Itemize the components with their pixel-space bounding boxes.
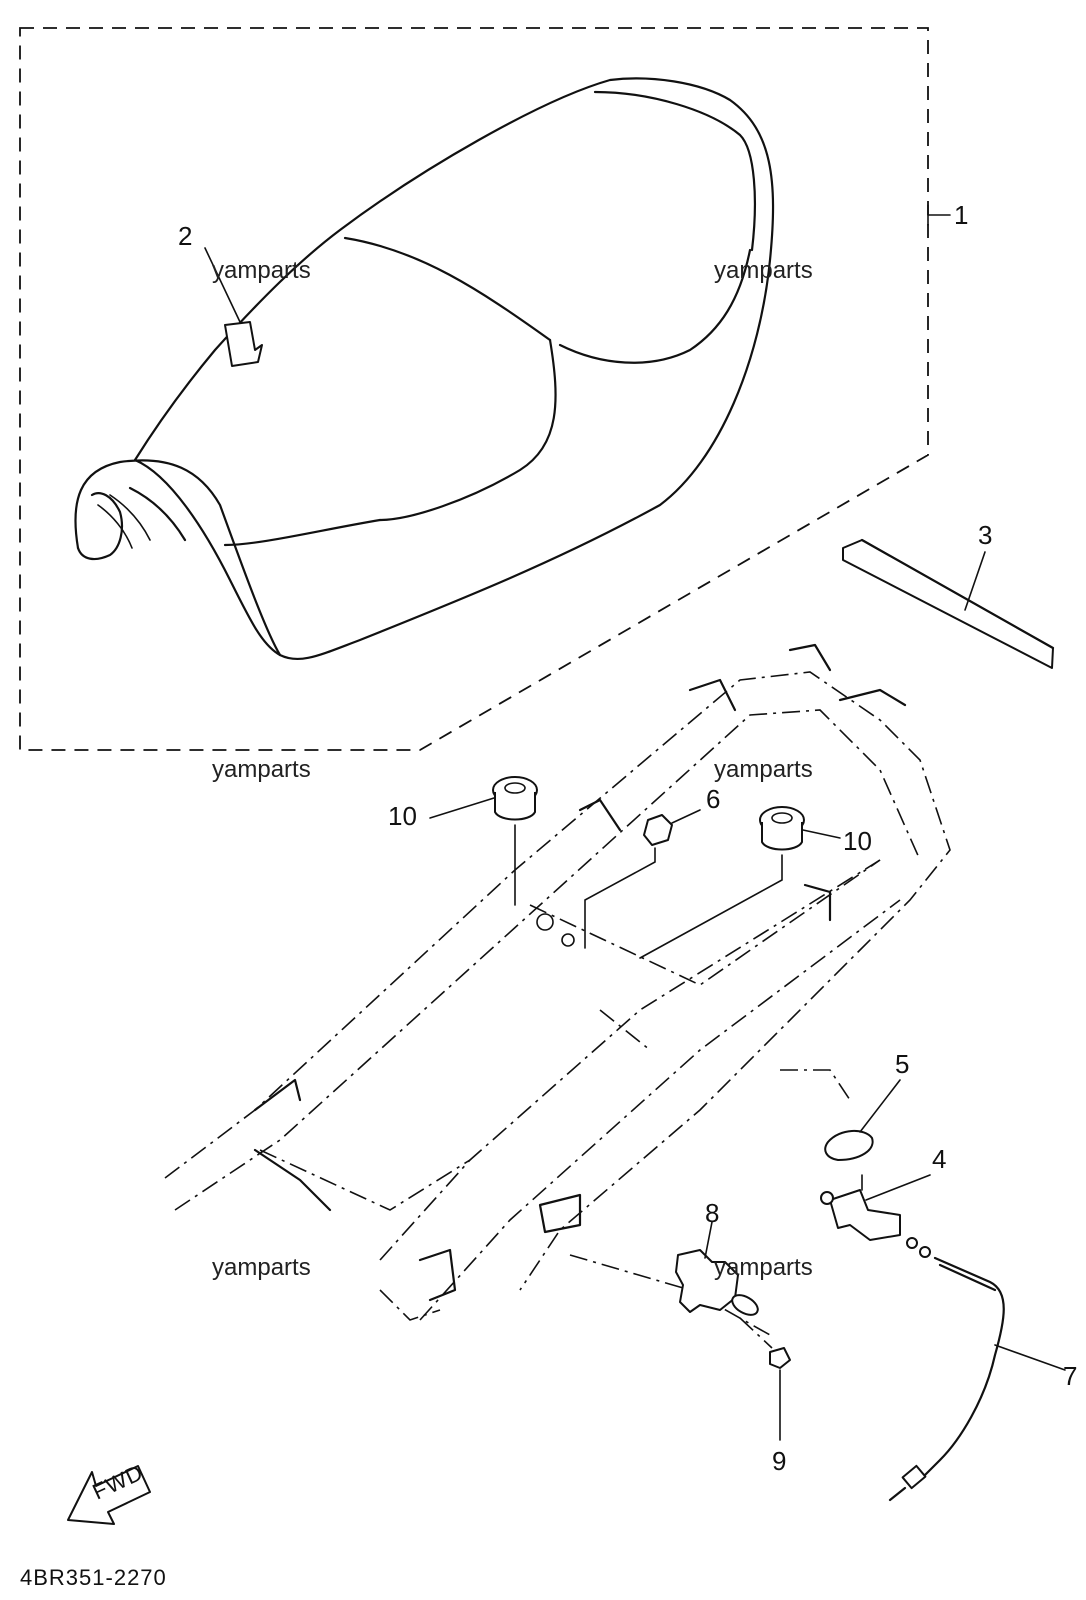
item-6-nut (584, 809, 701, 949)
fwd-arrow-icon: FWD (67, 1459, 151, 1525)
diagram-code: 4BR351-2270 (20, 1565, 167, 1590)
watermark: yamparts (212, 257, 311, 284)
item-5-plate (824, 1079, 901, 1161)
item-7-cable (888, 1237, 1066, 1502)
watermark: yamparts (212, 756, 311, 783)
callout-10-left: 10 (388, 801, 417, 831)
callout-4: 4 (932, 1144, 946, 1174)
watermark: yamparts (714, 1254, 813, 1281)
callout-3: 3 (978, 520, 992, 550)
callout-2: 2 (178, 221, 192, 251)
watermark: yamparts (714, 257, 813, 284)
callout-6: 6 (706, 784, 720, 814)
callout-10-right: 10 (843, 826, 872, 856)
callout-8: 8 (705, 1198, 719, 1228)
item-10-damper-left (429, 776, 538, 906)
seat-drawing (74, 77, 775, 661)
callout-5: 5 (895, 1049, 909, 1079)
callout-9: 9 (772, 1446, 786, 1476)
item-9-screw (739, 1317, 791, 1441)
item-10-damper-right (639, 806, 841, 959)
seat-assembly-boundary (19, 27, 929, 751)
callout-7: 7 (1063, 1361, 1077, 1391)
watermark: yamparts (714, 756, 813, 783)
item-8-lock-cylinder (675, 1221, 759, 1316)
callout-1: 1 (954, 200, 968, 230)
item-3-strip (842, 538, 1055, 669)
watermark: yamparts (212, 1254, 311, 1281)
item-2-clip (204, 247, 263, 367)
item-4-lock (820, 1174, 931, 1241)
frame-drawing (164, 643, 951, 1336)
